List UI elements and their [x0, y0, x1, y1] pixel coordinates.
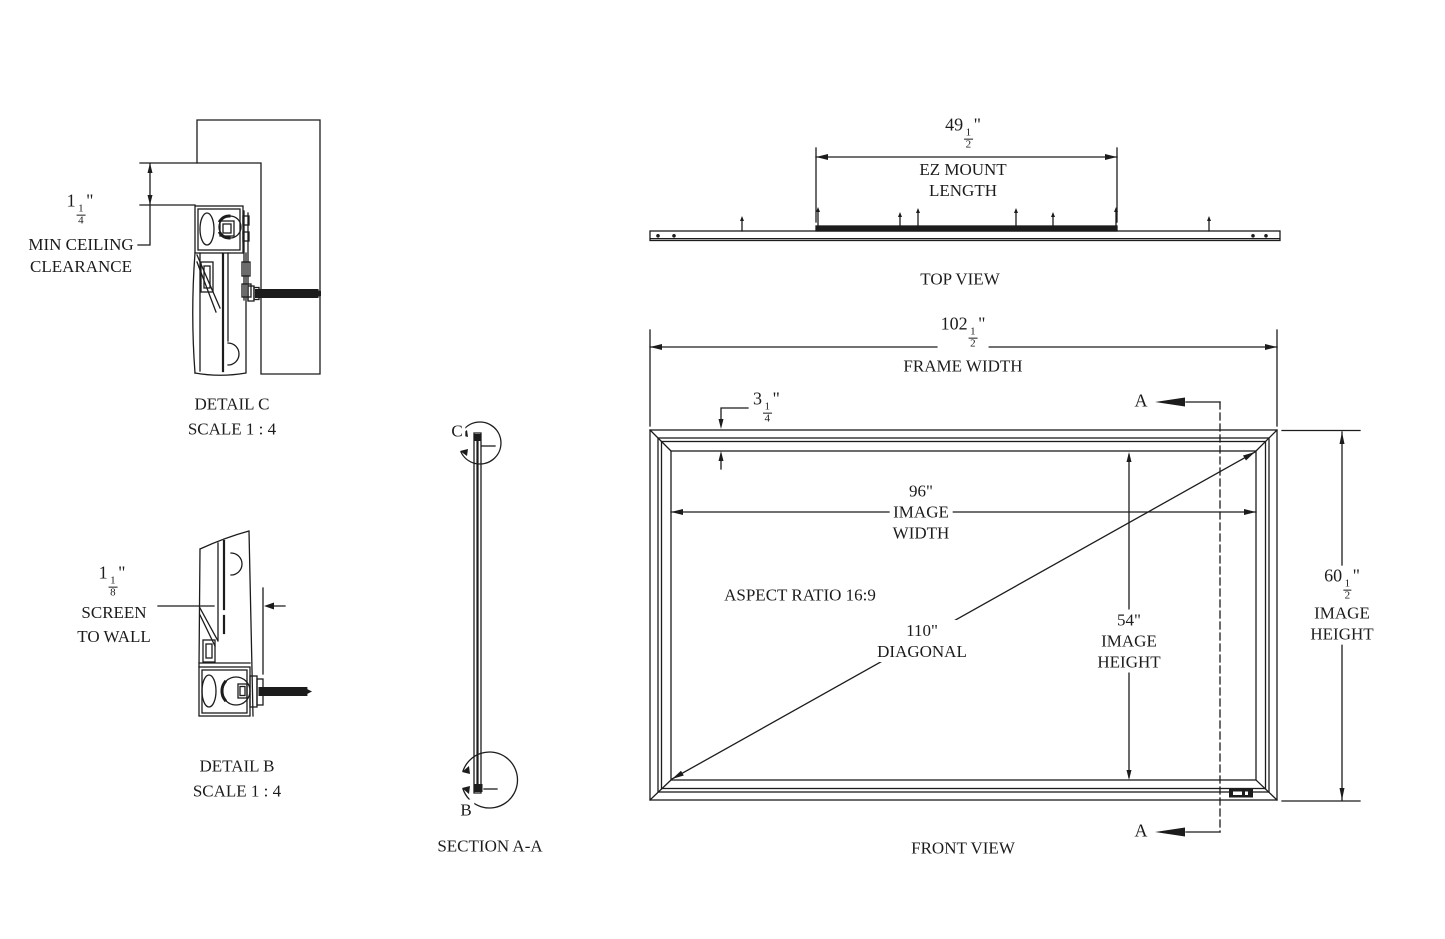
ez-mount-length-label: EZ MOUNT LENGTH — [916, 159, 1010, 201]
top-view-geometry — [649, 147, 1281, 242]
image-height-dimension: 54"IMAGE HEIGHT — [1094, 609, 1164, 673]
detail-callout-b: B — [457, 799, 475, 821]
detail-b-scale: SCALE 1 : 4 — [192, 781, 282, 801]
arrowheads-and-solids — [147, 154, 1345, 837]
detail-callout-c: C — [448, 420, 466, 442]
screen-to-wall-label: SCREEN TO WALL — [77, 603, 151, 646]
frame-width-label: FRAME WIDTH — [903, 356, 1023, 376]
image-width-dimension: 96"IMAGE WIDTH — [889, 480, 953, 544]
detail-c-scale: SCALE 1 : 4 — [187, 419, 277, 439]
aspect-ratio-label: ASPECT RATIO 16:9 — [724, 585, 876, 605]
section-marker-a-bottom: A — [1134, 820, 1148, 841]
front-view-geometry — [649, 329, 1361, 833]
front-view-title: FRONT VIEW — [911, 838, 1015, 858]
section-marker-a-top: A — [1134, 390, 1148, 411]
detail-c-geometry — [137, 119, 321, 376]
top-view-title: TOP VIEW — [920, 269, 1000, 289]
section-aa-title: SECTION A-A — [437, 836, 543, 856]
detail-c-title: DETAIL C — [194, 394, 270, 414]
section-aa-geometry — [460, 421, 519, 809]
detail-b-title: DETAIL B — [199, 756, 275, 776]
diagonal-dimension: 110"DIAGONAL — [874, 620, 970, 662]
detail-b-geometry — [157, 530, 308, 717]
min-ceiling-clearance-label: MIN CEILING CLEARANCE — [28, 235, 134, 276]
